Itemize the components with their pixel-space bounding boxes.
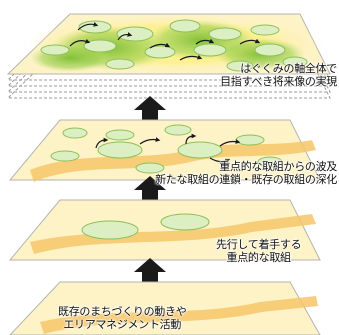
top-layer-label-line2: 目指すべき将来像の実現 xyxy=(220,75,337,88)
initiative-ellipse xyxy=(81,220,139,240)
curved-arrow-icon xyxy=(209,157,231,164)
curved-arrow-icon xyxy=(179,54,203,61)
initiative-ellipse xyxy=(208,27,242,41)
top-curved-arrows xyxy=(69,22,261,61)
third-layer-label-line1: 重点的な取組からの波及 xyxy=(219,160,337,173)
base-plane xyxy=(9,281,321,335)
initiative-ellipse xyxy=(105,58,135,70)
third-ellipses xyxy=(50,124,283,174)
second-layer-label-line2: 重点的な取組 xyxy=(226,251,292,264)
initiative-ellipse xyxy=(83,39,117,53)
curved-arrow-icon xyxy=(117,32,133,41)
top-layer-label-line1: はぐくみの軸全体で xyxy=(240,62,337,75)
initiative-ellipse xyxy=(144,45,176,59)
initiative-ellipse xyxy=(226,60,254,72)
base-layer-label-line1: 既存のまちづくりの動きや xyxy=(58,305,187,318)
curved-arrow-icon xyxy=(95,137,109,149)
initiative-ellipse xyxy=(116,26,154,42)
second-ellipses xyxy=(81,213,210,240)
curved-arrow-icon xyxy=(239,38,261,45)
third-plane-band xyxy=(30,140,316,182)
initiative-ellipse xyxy=(177,141,223,159)
third-plane xyxy=(8,119,321,182)
third-layer-label: 重点的な取組からの波及 新たな取組の連鎖・既存の取組の深化 xyxy=(155,160,337,186)
initiative-ellipse xyxy=(50,150,80,162)
initiative-ellipse xyxy=(105,129,135,141)
initiative-ellipse xyxy=(40,44,70,56)
third-curved-arrows xyxy=(95,133,241,164)
second-plane-band xyxy=(30,214,316,254)
base-plane-band xyxy=(40,296,318,334)
initiative-ellipse xyxy=(193,43,227,57)
second-plane xyxy=(8,199,321,261)
second-layer-label: 先行して着手する 重点的な取組 xyxy=(216,238,302,264)
curved-arrow-icon xyxy=(77,22,99,31)
initiative-ellipse xyxy=(254,43,286,57)
base-layer-label: 既存のまちづくりの動きや エリアマネジメント活動 xyxy=(58,305,187,331)
top-plane xyxy=(6,13,331,99)
top-layer-label: はぐくみの軸全体で 目指すべき将来像の実現 xyxy=(220,62,337,88)
curved-arrow-icon xyxy=(69,38,91,47)
initiative-ellipse xyxy=(78,20,112,34)
top-ellipses xyxy=(40,19,308,72)
initiative-ellipse xyxy=(164,124,192,136)
curved-arrow-icon xyxy=(195,38,215,45)
second-layer-label-line1: 先行して着手する xyxy=(216,238,302,251)
initiative-ellipse xyxy=(97,141,143,159)
curved-arrow-icon xyxy=(149,42,171,49)
third-layer-label-line2: 新たな取組の連鎖・既存の取組の深化 xyxy=(155,173,337,186)
initiative-ellipse xyxy=(250,24,280,36)
initiative-ellipse xyxy=(235,134,265,146)
initiative-ellipse xyxy=(62,127,88,139)
base-layer-label-line2: エリアマネジメント活動 xyxy=(63,318,182,331)
curved-arrow-icon xyxy=(139,137,161,145)
initiative-ellipse xyxy=(169,19,201,33)
curved-arrow-icon xyxy=(185,133,197,145)
initiative-ellipse xyxy=(282,56,308,68)
initiative-ellipse xyxy=(160,213,210,231)
initiative-ellipse xyxy=(257,156,283,168)
curved-arrow-icon xyxy=(219,139,241,147)
initiative-ellipse xyxy=(135,162,165,174)
